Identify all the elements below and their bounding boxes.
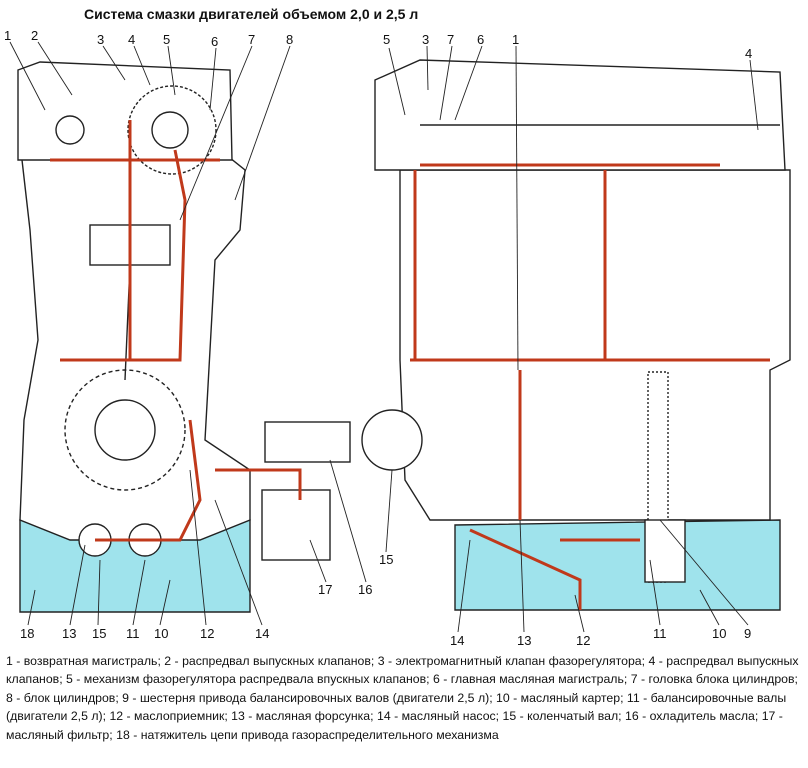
left-oil-cooler	[264, 421, 351, 463]
right-callout-15: 15	[379, 552, 393, 567]
right-callout-9: 9	[744, 626, 751, 641]
left-oil-paths	[50, 120, 302, 542]
left-oil-filter	[261, 489, 331, 561]
left-callout-1: 1	[4, 28, 11, 43]
left-callout-6: 6	[211, 34, 218, 49]
left-crankshaft	[94, 399, 156, 461]
left-callout-18: 18	[20, 626, 34, 641]
right-callout-3: 3	[422, 32, 429, 47]
right-callout-12: 12	[576, 633, 590, 648]
right-callout-6: 6	[477, 32, 484, 47]
left-callout-11: 11	[126, 626, 140, 641]
right-oil-paths	[410, 163, 770, 610]
right-callout-14: 14	[450, 633, 464, 648]
left-callout-2: 2	[31, 28, 38, 43]
left-callout-17: 17	[318, 582, 332, 597]
right-callout-1: 1	[512, 32, 519, 47]
right-callout-13: 13	[517, 633, 531, 648]
left-callout-4: 4	[128, 32, 135, 47]
right-callout-4: 4	[745, 46, 752, 61]
callout-leaders	[9, 41, 759, 633]
right-oil-sump	[454, 519, 781, 611]
right-cylinder-head	[374, 59, 786, 171]
right-cylinder-block	[399, 169, 791, 521]
right-callout-11: 11	[653, 626, 667, 641]
left-callout-12: 12	[200, 626, 214, 641]
right-engine-section	[361, 59, 791, 611]
right-callout-5: 5	[383, 32, 390, 47]
left-callout-15: 15	[92, 626, 106, 641]
right-callout-10: 10	[712, 626, 726, 641]
left-callout-5: 5	[163, 32, 170, 47]
right-crank-pulley	[361, 409, 423, 471]
left-callout-16: 16	[358, 582, 372, 597]
left-callout-7: 7	[248, 32, 255, 47]
left-callout-10: 10	[154, 626, 168, 641]
engine-lubrication-diagram: 1 2 3 4 5 6 7 8 18 13 15 11 10 12 14 17 …	[4, 28, 791, 648]
right-callout-7: 7	[447, 32, 454, 47]
left-callout-14: 14	[255, 626, 269, 641]
left-callout-8: 8	[286, 32, 293, 47]
legend-text: 1 - возвратная магистраль; 2 - распредва…	[6, 654, 799, 742]
diagram-title: Система смазки двигателей объемом 2,0 и …	[84, 6, 419, 22]
left-callout-13: 13	[62, 626, 76, 641]
left-engine-section	[17, 61, 351, 613]
left-cylinder-block	[19, 149, 251, 541]
left-callout-3: 3	[97, 32, 104, 47]
